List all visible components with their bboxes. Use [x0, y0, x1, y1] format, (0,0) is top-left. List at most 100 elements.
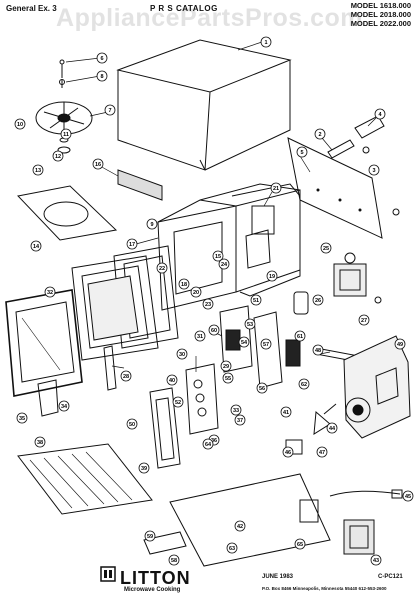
brand-subtitle: Microwave Cooking [124, 587, 181, 593]
watermark: AppliancePartsPros.com [56, 4, 363, 32]
part-rear-panel [287, 137, 383, 239]
callout-9: 9 [146, 218, 158, 230]
model-2: MODEL 2018.000 [350, 10, 411, 19]
callout-19: 19 [266, 270, 278, 282]
callout-25: 25 [320, 242, 332, 254]
callout-46: 46 [282, 446, 294, 458]
callout-label: 31 [197, 334, 203, 340]
callout-label: 60 [211, 328, 217, 334]
callout-label: 11 [63, 132, 69, 138]
callout-label: 35 [19, 416, 25, 422]
callout-28: 28 [120, 370, 132, 382]
callout-48: 48 [312, 344, 324, 356]
callout-56: 56 [256, 382, 268, 394]
callout-label: 1 [264, 40, 267, 46]
part-fan-motor [343, 335, 411, 439]
callout-7: 7 [104, 104, 116, 116]
part-control-panel [185, 363, 219, 435]
part-handle [149, 387, 181, 469]
callout-label: 43 [373, 558, 379, 564]
leader-lines [65, 41, 377, 372]
callout-3: 3 [368, 164, 380, 176]
callout-label: 45 [405, 494, 411, 500]
callout-43: 43 [370, 554, 382, 566]
callout-label: 55 [225, 376, 231, 382]
callout-58: 58 [168, 554, 180, 566]
callout-label: 26 [315, 298, 321, 304]
callout-33: 33 [230, 404, 242, 416]
callout-label: 33 [233, 408, 239, 414]
callout-label: 10 [17, 122, 23, 128]
callout-label: 37 [237, 418, 243, 424]
part-cabinet [116, 39, 292, 171]
callout-label: 24 [221, 262, 228, 268]
part-door-frame [71, 255, 159, 361]
callout-label: 23 [205, 302, 211, 308]
callout-label: 12 [55, 154, 61, 160]
header-left: General Ex. 3 [6, 4, 57, 13]
part-power-cord [329, 489, 403, 499]
part-thermal [374, 296, 382, 304]
callout-45: 45 [402, 490, 414, 502]
part-shelf [17, 443, 153, 515]
callout-label: 5 [300, 150, 303, 156]
callout-label: 7 [108, 108, 111, 114]
callout-32: 32 [44, 286, 56, 298]
callout-5: 5 [296, 146, 308, 158]
callout-label: 36 [211, 438, 217, 444]
callout-label: 40 [169, 378, 175, 384]
callout-8: 8 [96, 70, 108, 82]
part-waveguide-cover [117, 169, 163, 201]
callout-label: 32 [47, 290, 53, 296]
callout-41: 41 [280, 406, 292, 418]
callout-49: 49 [394, 338, 406, 350]
callout-label: 4 [378, 112, 382, 118]
callout-label: 62 [301, 382, 307, 388]
callout-57: 57 [260, 338, 272, 350]
callout-17: 17 [126, 238, 138, 250]
callout-label: 19 [269, 274, 275, 280]
callout-label: 25 [323, 246, 329, 252]
litton-logo-icon [100, 566, 116, 582]
part-timer-board [219, 305, 301, 389]
callout-label: 53 [247, 322, 253, 328]
callout-21: 21 [270, 182, 282, 194]
callout-label: 20 [193, 290, 199, 296]
callout-label: 52 [175, 400, 181, 406]
callout-65: 65 [294, 538, 306, 550]
callout-label: 9 [150, 222, 153, 228]
part-stirrer [35, 101, 93, 154]
callout-22: 22 [156, 262, 168, 274]
part-bottom-plate [17, 185, 118, 241]
part-screws [59, 59, 65, 88]
callout-23: 23 [202, 298, 214, 310]
part-latch-switch [327, 115, 385, 159]
callout-label: 30 [179, 352, 185, 358]
callout-10: 10 [14, 118, 26, 130]
callout-label: 17 [129, 242, 135, 248]
model-3: MODEL 2022.000 [350, 19, 411, 28]
callout-label: 61 [297, 334, 303, 340]
callout-label: 58 [171, 558, 177, 564]
part-base-plate [169, 473, 331, 567]
callout-20: 20 [190, 286, 202, 298]
callout-label: 54 [241, 340, 248, 346]
callout-2: 2 [314, 128, 326, 140]
callout-label: 18 [181, 282, 187, 288]
part-door-glass [87, 275, 139, 341]
callout-26: 26 [312, 294, 324, 306]
callout-30: 30 [176, 348, 188, 360]
callout-6: 6 [96, 52, 108, 64]
callout-4: 4 [374, 108, 386, 120]
model-list: MODEL 1618.000 MODEL 2018.000 MODEL 2022… [351, 1, 411, 28]
callout-label: 49 [397, 342, 403, 348]
callout-label: 8 [100, 74, 103, 80]
callout-51: 51 [250, 294, 262, 306]
callout-27: 27 [358, 314, 370, 326]
callout-label: 44 [329, 426, 336, 432]
part-fuse [293, 291, 309, 315]
callout-label: 59 [147, 534, 153, 540]
callout-label: 6 [100, 56, 103, 62]
